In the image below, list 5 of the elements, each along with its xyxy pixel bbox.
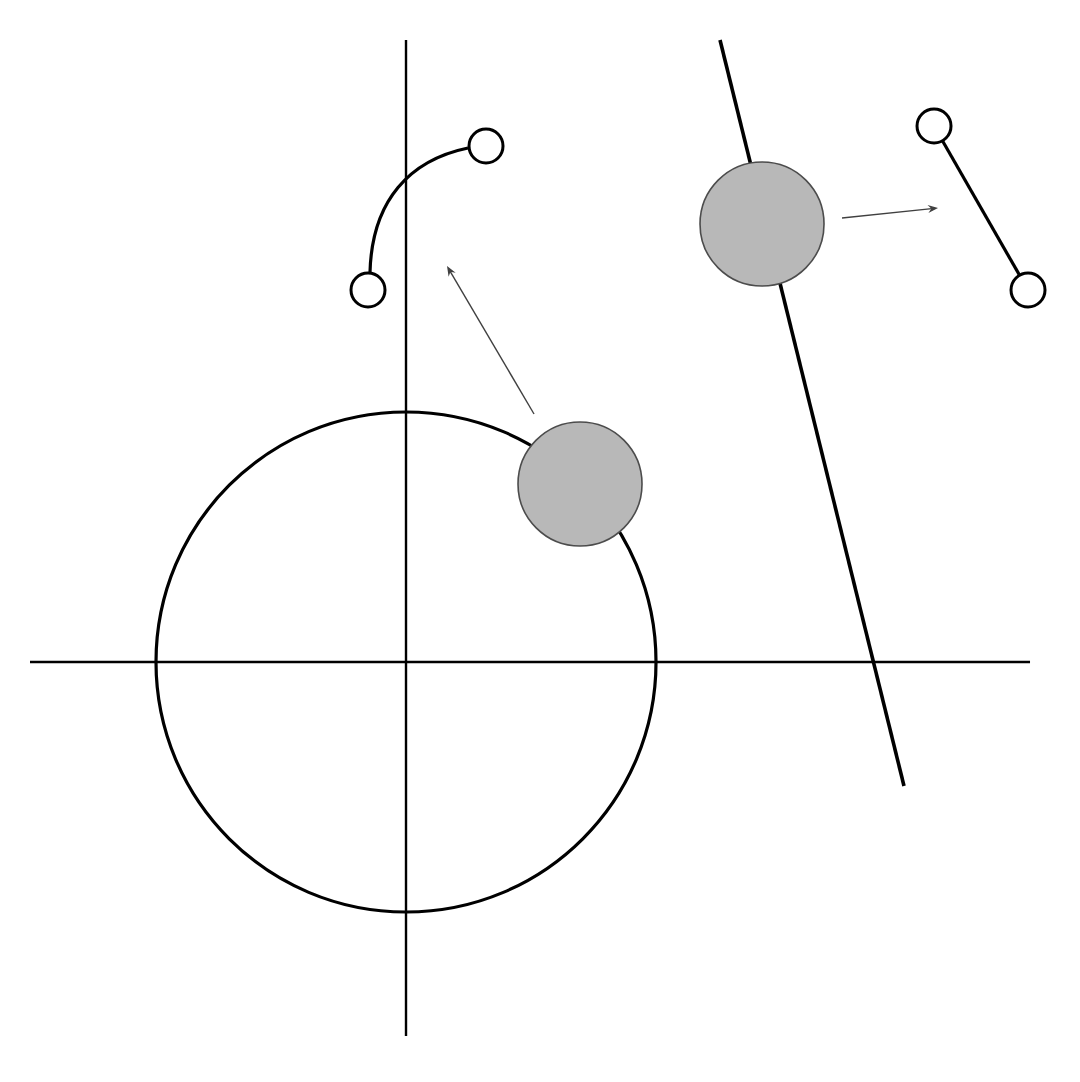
arrow (447, 266, 535, 415)
segment-drawing (915, 107, 1047, 309)
magnifier-circle (699, 161, 825, 287)
magnifier-circle (517, 421, 643, 547)
arc-drawing (349, 127, 505, 309)
